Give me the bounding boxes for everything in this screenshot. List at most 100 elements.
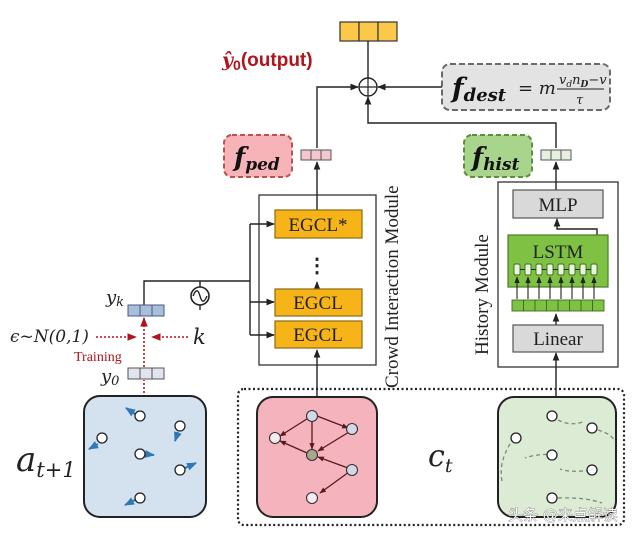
embedding-cell [592, 299, 605, 312]
lstm-block: LSTM [507, 234, 609, 288]
agent-node [124, 492, 146, 506]
noise-source-icon [190, 281, 210, 310]
trajectory-agent [546, 410, 558, 422]
lstm-input-arrows [514, 276, 597, 299]
lstm-cells [513, 263, 598, 276]
lstm-cell [524, 263, 532, 276]
egcl-layer: EGCL [274, 288, 363, 317]
lstm-cell [568, 263, 576, 276]
trajectory-agent [586, 422, 598, 434]
y-k-label: yk [105, 287, 124, 310]
f-hist-symbol: fhist [470, 143, 520, 175]
graph-node [268, 431, 282, 445]
egcl-layer: EGCL [274, 320, 363, 349]
y0-cell [139, 367, 153, 380]
f-dest-symbol: fdest [450, 73, 507, 106]
y-0-vector [127, 367, 165, 380]
egcl-ellipsis: ⋮ [307, 255, 327, 277]
linear-label: Linear [533, 329, 583, 350]
output-cell [377, 21, 398, 42]
input-bus [143, 280, 250, 308]
lstm-cell [590, 263, 598, 276]
egcl-star-label: EGCL* [288, 215, 347, 236]
noise-distribution-label: ϵ~N(0,1) [10, 327, 89, 347]
linear-block: Linear [512, 324, 604, 353]
crowd-module-title: Crowd Interaction Module [382, 185, 403, 388]
y0-cell [151, 367, 165, 380]
y-0-label: y0 [100, 366, 119, 389]
trajectory-agent [586, 464, 598, 476]
step-k-label: k [193, 325, 206, 349]
f-ped-symbol: fped [232, 143, 280, 175]
graph-node [305, 448, 319, 462]
graph-edge [317, 456, 349, 469]
f-dest-numerator: vdnD−v [559, 73, 607, 90]
embedding-cell [569, 299, 582, 312]
lstm-cell [535, 263, 543, 276]
graph-nodes [268, 409, 359, 505]
trajectory-agent [546, 449, 558, 461]
hist-cell [540, 149, 552, 161]
embedding-cell [511, 299, 524, 312]
graph-edges [279, 415, 350, 494]
y-k-vector [127, 304, 165, 317]
output-symbol: ŷ [221, 49, 235, 71]
hist-cell [550, 149, 562, 161]
yk-cell [127, 304, 141, 317]
training-label: Training [74, 350, 122, 365]
trajectory-agent [510, 432, 522, 444]
graph-edge [279, 440, 308, 454]
ped-to-sum [316, 83, 359, 148]
lstm-cell [546, 263, 554, 276]
f-hist-vector [540, 149, 572, 161]
f-hist-box: fhist [463, 134, 533, 178]
egcl-label: EGCL [293, 325, 343, 346]
f-dest-eq-prefix: = m [518, 78, 556, 99]
hist-cell [560, 149, 572, 161]
watermark: 头条 @来点解读 [508, 506, 618, 524]
embedding-cell [534, 299, 547, 312]
output-cell [339, 21, 360, 42]
graph-node [345, 463, 359, 477]
output-label: ŷ0(output) [221, 49, 313, 73]
ped-cell [320, 149, 332, 161]
output-text: (output) [241, 50, 313, 71]
graph-node [305, 491, 319, 505]
graph-edge [279, 416, 311, 437]
ped-cell [310, 149, 322, 161]
agent-node [125, 407, 146, 422]
embedding-cell [580, 299, 593, 312]
trajectory-agents [510, 410, 598, 504]
agent-node [134, 448, 155, 460]
mlp-label: MLP [538, 195, 577, 216]
embedding-cell [546, 299, 559, 312]
egcl-label: EGCL [293, 293, 343, 314]
lstm-cell [513, 263, 521, 276]
agent-node [88, 432, 108, 450]
embedding-cell [557, 299, 570, 312]
trajectory-path [557, 419, 586, 425]
trajectory-path [597, 429, 616, 443]
f-ped-vector [300, 149, 332, 161]
graph-edge [316, 415, 349, 429]
graph-edge [319, 471, 350, 494]
lstm-label: LSTM [533, 242, 584, 263]
agent-node [174, 420, 186, 442]
ped-cell [300, 149, 312, 161]
history-module-title: History Module [472, 234, 493, 355]
hist-to-sum [364, 96, 557, 148]
trajectory-path [557, 497, 603, 504]
f-dest-box: fdest = m vdnD−v τ [441, 63, 611, 111]
sum-junction-icon [358, 77, 378, 97]
graph-edge [317, 431, 350, 452]
f-ped-box: fped [223, 134, 293, 178]
y0-cell [127, 367, 141, 380]
agent-nodes [88, 407, 197, 506]
graph-node [345, 422, 359, 436]
agents-label: at+1 [16, 440, 76, 482]
output-vector [339, 21, 398, 42]
trajectory-agent [546, 492, 558, 504]
context-frame [236, 387, 626, 527]
agent-node [174, 462, 197, 476]
